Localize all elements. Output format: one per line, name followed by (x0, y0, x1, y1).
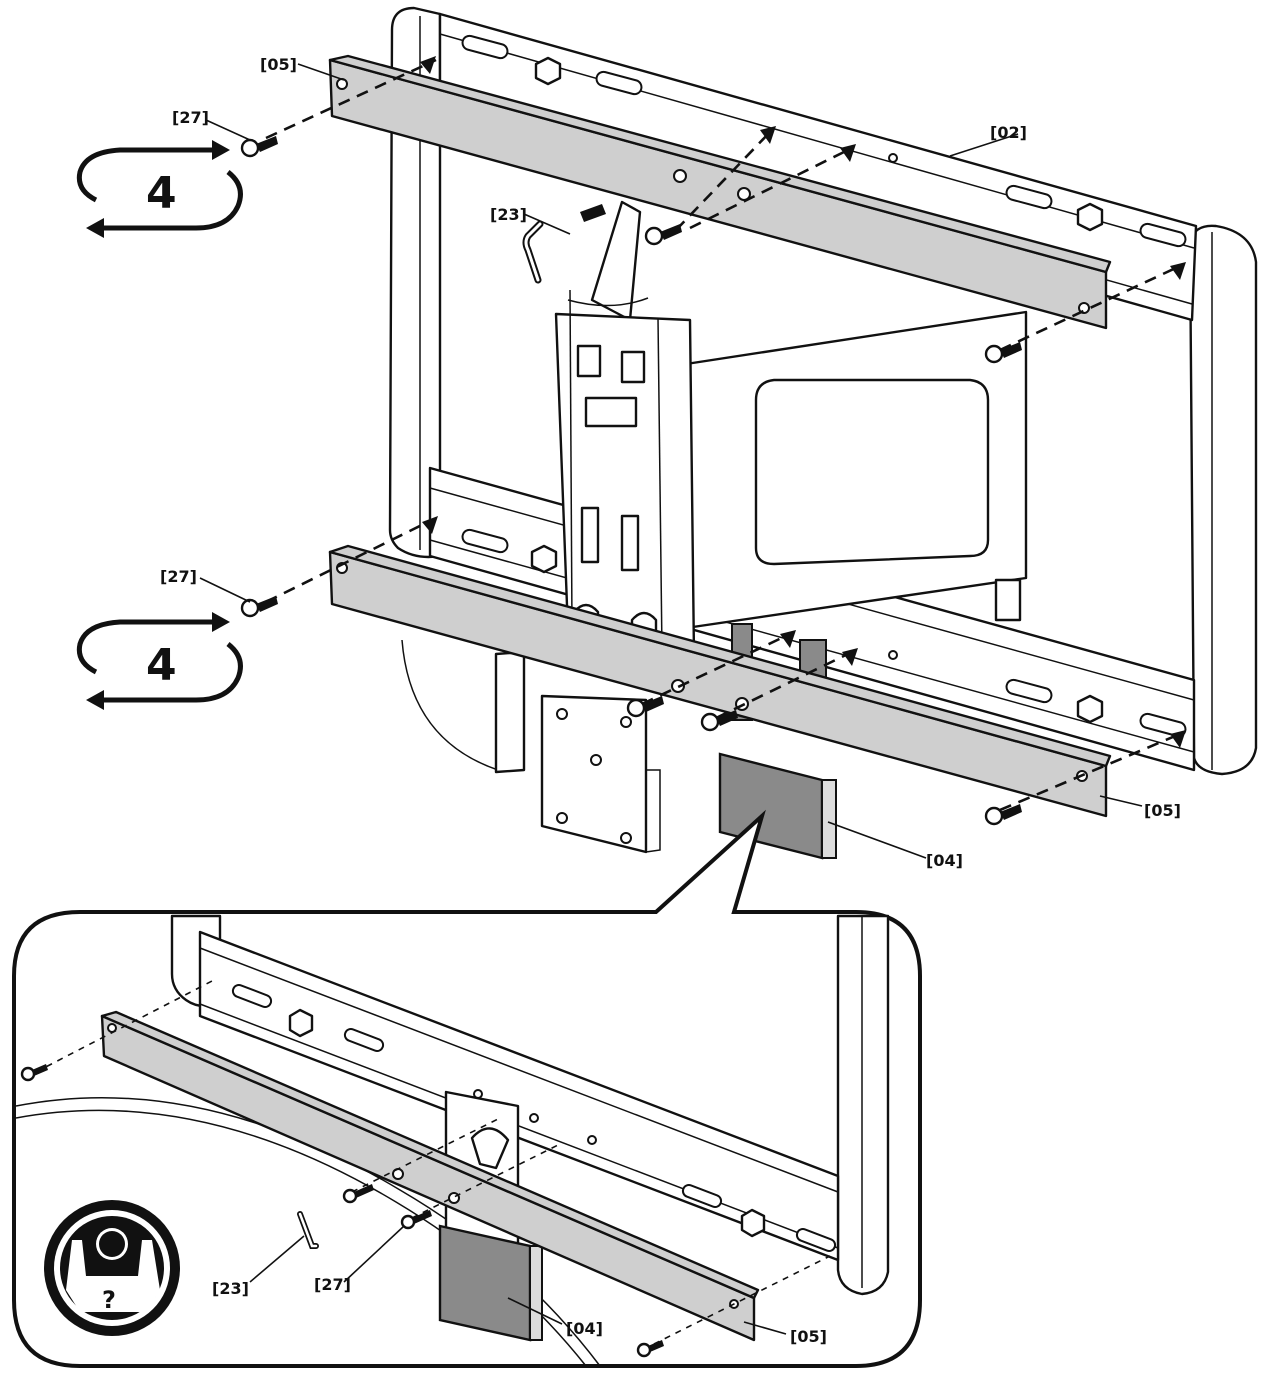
repeat-cycle-icon: 4 (76, 140, 243, 238)
label-part-04-top: [04] (926, 851, 963, 870)
repeat-count-top: 4 (146, 168, 177, 219)
label-part-23-top: [23] (490, 205, 527, 224)
repeat-count-bottom: 4 (146, 640, 177, 691)
screw-icon (240, 596, 278, 618)
assembly-guide-lines (265, 56, 1186, 812)
label-part-05-top: [05] (260, 55, 297, 74)
detail-frame (15, 914, 890, 1367)
screw-icon (626, 696, 664, 718)
screw-icon (342, 1184, 374, 1204)
hex-key-23 (522, 204, 606, 284)
label-part-27-top: [27] (172, 108, 209, 127)
help-question-glyph: ? (102, 1286, 116, 1314)
label-part-02: [02] (990, 123, 1027, 142)
label-part-23-detail: [23] (212, 1279, 249, 1298)
repeat-cycle-icon: 4 (76, 612, 243, 710)
screw-icon (984, 804, 1022, 826)
label-part-05-detail: [05] (790, 1327, 827, 1346)
screw-icon (20, 1064, 48, 1082)
label-part-05-bottom: [05] (1144, 801, 1181, 820)
screw-icon (400, 1210, 432, 1230)
swing-arm-assembly (401, 200, 1028, 854)
screw-icon (644, 224, 682, 246)
leader-lines (199, 63, 1143, 859)
two-person-help-icon: ? (44, 1200, 180, 1336)
label-part-27-detail: [27] (314, 1275, 351, 1294)
mounting-rail-top (328, 54, 1112, 330)
screw-icon (636, 1340, 664, 1358)
screw-icon (984, 342, 1022, 364)
label-part-04-detail: [04] (566, 1319, 603, 1338)
mounting-rail-bottom (328, 544, 1112, 818)
screw-icon (700, 710, 738, 732)
label-part-27-mid: [27] (160, 567, 197, 586)
screws-27 (240, 136, 1022, 826)
